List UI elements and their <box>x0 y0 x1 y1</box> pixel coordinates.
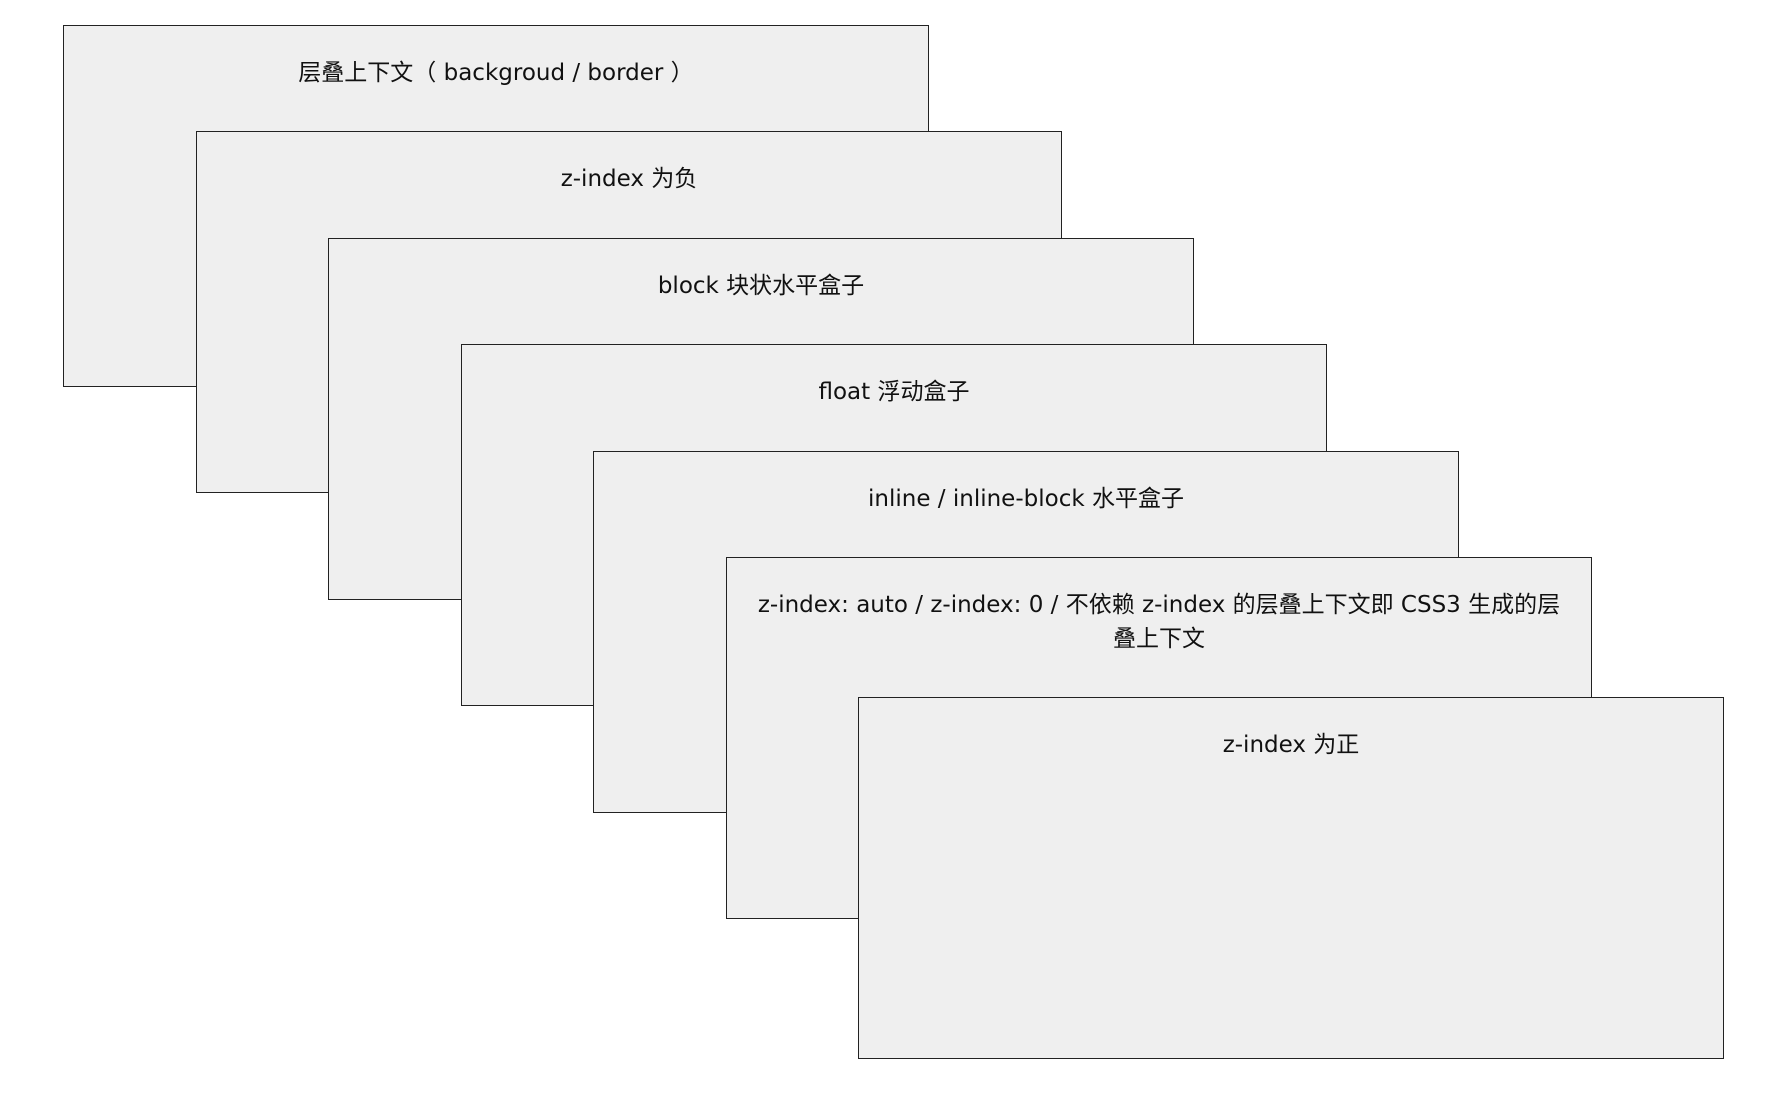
layer-label: block 块状水平盒子 <box>657 273 865 299</box>
layer-label: z-index 为负 <box>560 166 698 192</box>
layer-label: z-index: auto / z-index: 0 / 不依赖 z-index… <box>757 592 1561 652</box>
layer-label: inline / inline-block 水平盒子 <box>868 486 1184 512</box>
layer-label: 层叠上下文（ backgroud / border ） <box>298 60 694 86</box>
layer-label: float 浮动盒子 <box>818 379 970 405</box>
layer-positive-z-index: z-index 为正 <box>858 697 1724 1059</box>
layer-label: z-index 为正 <box>1222 732 1360 758</box>
